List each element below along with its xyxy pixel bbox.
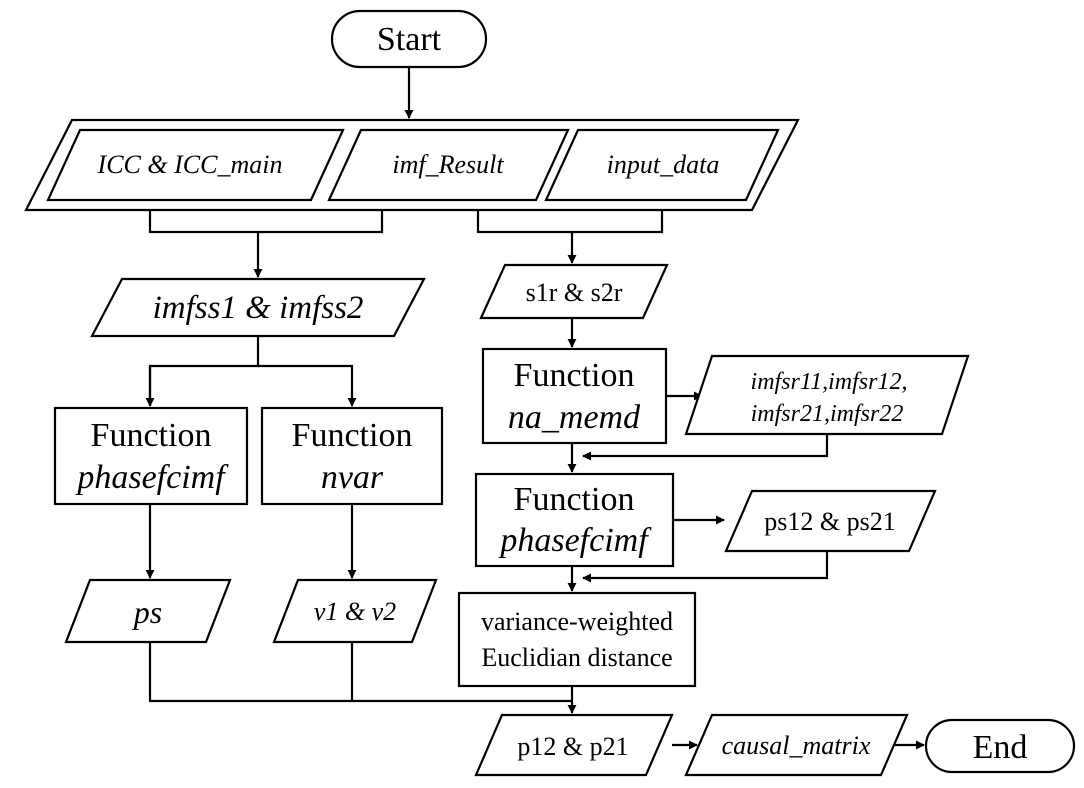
na-memd-label: na_memd xyxy=(508,399,641,436)
split-line xyxy=(148,336,260,406)
imfss-data-node: imfss1 & imfss2 xyxy=(90,277,426,338)
ved-label-line1: variance-weighted xyxy=(481,607,673,636)
bracket-left xyxy=(148,210,384,234)
split-arrow-right xyxy=(258,364,357,407)
causal-matrix-label: causal_matrix xyxy=(722,731,871,760)
phasefcimf-label: phasefcimf xyxy=(75,459,229,496)
function-label: Function xyxy=(514,357,635,394)
feedback-imfsr xyxy=(582,434,829,461)
s1r-s2r-label: s1r & s2r xyxy=(526,278,623,307)
v1v2-label: v1 & v2 xyxy=(314,597,396,626)
function-nvar: Function nvar xyxy=(260,406,444,506)
function-phasefcimf-right: Function phasefcimf xyxy=(474,472,675,568)
ps12-ps21-label: ps12 & ps21 xyxy=(764,507,895,536)
input-data-node xyxy=(544,128,780,202)
imf-result-label: imf_Result xyxy=(392,150,504,179)
nvar-label: nvar xyxy=(321,459,384,496)
p12-p21-label: p12 & p21 xyxy=(517,732,628,761)
imfsr-data-node: imfsr11,imfsr12, imfsr21,imfsr22 xyxy=(684,354,970,436)
ps-label: ps xyxy=(132,594,162,630)
input-data-group: ICC & ICC_main imf_Result input_data xyxy=(24,118,800,212)
imfsr-label-line1: imfsr11,imfsr12, xyxy=(751,369,908,395)
end-label: End xyxy=(973,729,1028,766)
imfsr-label-line2: imfsr21,imfsr22 xyxy=(751,401,904,427)
function-label: Function xyxy=(91,417,212,454)
function-label: Function xyxy=(514,481,635,518)
s1r-s2r-data-node: s1r & s2r xyxy=(479,263,669,320)
ved-label-line2: Euclidian distance xyxy=(481,643,672,672)
merge-line-left xyxy=(148,642,572,703)
function-phasefcimf-left: Function phasefcimf xyxy=(53,406,249,506)
end-terminator: End xyxy=(924,718,1076,774)
phasefcimf-label: phasefcimf xyxy=(498,522,652,559)
bracket-right xyxy=(476,210,664,234)
ps-data-node: ps xyxy=(64,578,232,644)
p12-p21-data-node: p12 & p21 xyxy=(474,713,674,777)
start-label: Start xyxy=(377,21,442,58)
v1v2-data-node: v1 & v2 xyxy=(272,578,438,644)
function-label: Function xyxy=(292,417,413,454)
ps12-ps21-data-node: ps12 & ps21 xyxy=(724,489,937,553)
causal-matrix-data-node: causal_matrix xyxy=(684,713,909,777)
imf-result-data-node xyxy=(327,128,570,202)
icc-data-node xyxy=(46,128,345,202)
variance-weighted-distance-node: variance-weighted Euclidian distance xyxy=(457,591,697,688)
function-na-memd: Function na_memd xyxy=(481,347,668,445)
icc-label: ICC & ICC_main xyxy=(97,150,283,179)
feedback-ps12 xyxy=(582,551,829,583)
input-data-label: input_data xyxy=(607,150,720,179)
imfss-label: imfss1 & imfss2 xyxy=(153,290,364,326)
start-terminator: Start xyxy=(330,9,488,69)
